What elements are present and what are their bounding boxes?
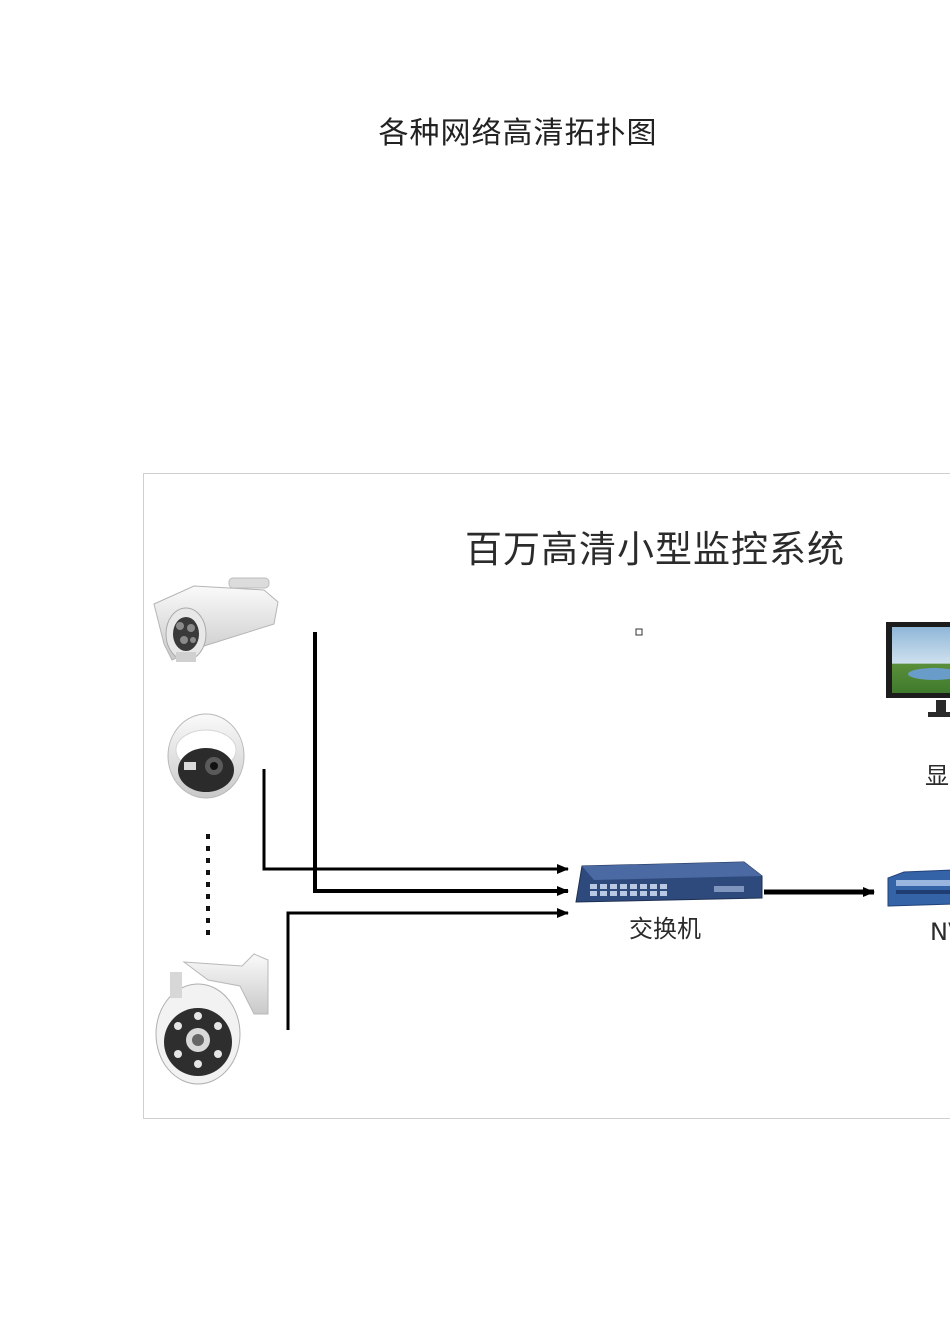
marker-square xyxy=(635,628,643,636)
diagram-title: 百万高清小型监控系统 xyxy=(465,528,845,571)
topology-figure: 百万高清小型监控系统 xyxy=(143,473,950,1119)
nvr-label: NV xyxy=(930,918,950,946)
dome-camera-icon xyxy=(167,713,245,799)
monitor-label: 显 xyxy=(925,762,949,790)
topology-diagram: 百万高清小型监控系统 xyxy=(153,528,950,1085)
nvr-icon xyxy=(887,869,950,907)
monitor-icon xyxy=(886,622,950,717)
page-title: 各种网络高清拓扑图 xyxy=(378,116,658,151)
bullet-camera-icon xyxy=(153,577,279,662)
switch-label: 交换机 xyxy=(629,915,701,943)
network-switch-icon xyxy=(575,861,763,903)
connector-bullet-to-switch xyxy=(313,632,569,896)
camera-connectors xyxy=(262,632,875,1030)
connector-ptz-to-switch xyxy=(286,908,569,1030)
ptz-camera-icon xyxy=(155,953,269,1085)
connector-dome-to-switch xyxy=(262,769,569,874)
